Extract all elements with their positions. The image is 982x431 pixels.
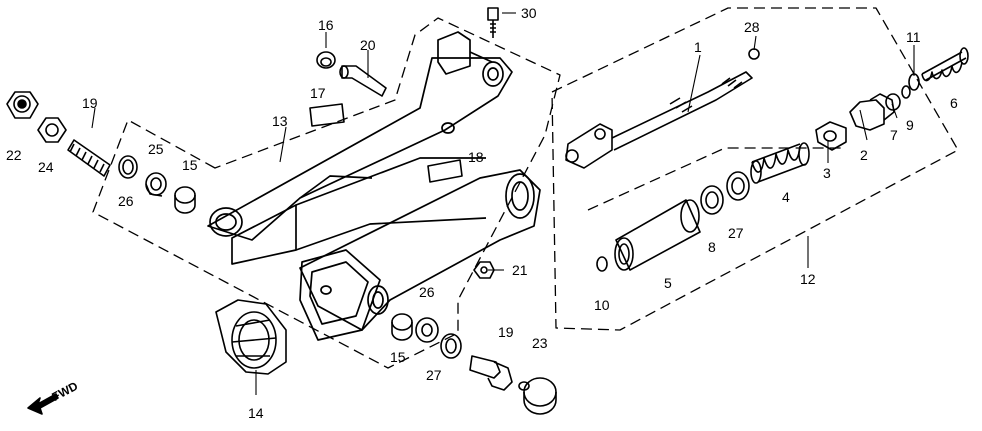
- swingarm-group-outline: [92, 17, 561, 369]
- part-13-swingarm: [207, 31, 541, 341]
- callout-23: 22: [6, 147, 22, 163]
- fwd-arrow-icon: [27, 393, 59, 415]
- callout-30: 30: [521, 5, 537, 21]
- part-20-pivot-bolt: [469, 355, 513, 391]
- part-16-cap: [316, 51, 336, 69]
- part-19-bolt: [67, 139, 111, 177]
- part-27-seal: [118, 155, 138, 179]
- part-26-bearing: [145, 172, 167, 197]
- callout-9: 9: [906, 117, 914, 133]
- part-10-clip: [596, 256, 608, 272]
- callout-27-left: 26: [118, 193, 134, 209]
- callout-1: 1: [694, 39, 702, 55]
- callout-5: 5: [664, 275, 672, 291]
- callout-27-right: 27: [426, 367, 442, 383]
- part-17-label: [309, 103, 345, 127]
- callout-12: 12: [800, 271, 816, 287]
- callout-11: 11: [906, 29, 921, 45]
- callout-22: 21: [512, 262, 528, 278]
- callout-25: 24: [38, 159, 54, 175]
- part-23-nut: [6, 91, 39, 119]
- part-14-boot: [215, 299, 287, 375]
- callout-6: 6: [950, 95, 958, 111]
- callout-2: 2: [860, 147, 868, 163]
- callout-26-left: 25: [148, 141, 164, 157]
- callout-15-left: 15: [182, 157, 198, 173]
- part-11-ring: [908, 73, 920, 91]
- part-3-yoke: [815, 121, 847, 151]
- part-5-tube: [614, 199, 701, 271]
- part-29-clip: [748, 48, 760, 60]
- part-25-washer: [37, 117, 67, 143]
- callout-13: 13: [272, 113, 288, 129]
- part-4-spring: [750, 142, 810, 184]
- callout-14: 14: [248, 405, 264, 421]
- part-21-pivot-bolt: [339, 65, 387, 97]
- part-6-spring: [921, 47, 969, 82]
- callout-18: 18: [468, 149, 484, 165]
- part-24-cap: [518, 377, 557, 415]
- callout-8: 8: [708, 239, 716, 255]
- part-27-seal-right: [440, 333, 462, 359]
- callout-26-right: 26: [419, 284, 435, 300]
- part-28-seal: [726, 171, 750, 201]
- part-18-label: [427, 159, 463, 183]
- callout-7: 7: [890, 127, 898, 143]
- part-8-washer: [700, 185, 724, 215]
- part-7-washer: [885, 93, 901, 111]
- callout-4: 4: [782, 189, 790, 205]
- part-2-joint: [849, 93, 895, 131]
- part-1-driveshaft: [565, 71, 753, 169]
- callout-10: 10: [594, 297, 610, 313]
- driveshaft-inner-outline: [587, 147, 842, 211]
- callout-15-right: 15: [390, 349, 406, 365]
- driveshaft-group-outline: [551, 7, 959, 331]
- part-26-bearing-right: [415, 317, 439, 343]
- part-9-clip: [901, 85, 911, 99]
- part-22-nut: [473, 261, 495, 279]
- callout-28: 27: [728, 225, 744, 241]
- callout-17: 17: [310, 85, 326, 101]
- part-15-collar-right: [391, 313, 413, 341]
- callout-16: 16: [318, 17, 334, 33]
- callout-19: 19: [82, 95, 98, 111]
- callout-20: 19: [498, 324, 514, 340]
- callout-3: 3: [823, 165, 831, 181]
- part-15-collar: [174, 186, 196, 214]
- part-30-bolt: [487, 7, 499, 38]
- callout-24: 23: [532, 335, 548, 351]
- callout-29: 28: [744, 19, 760, 35]
- callout-21: 20: [360, 37, 376, 53]
